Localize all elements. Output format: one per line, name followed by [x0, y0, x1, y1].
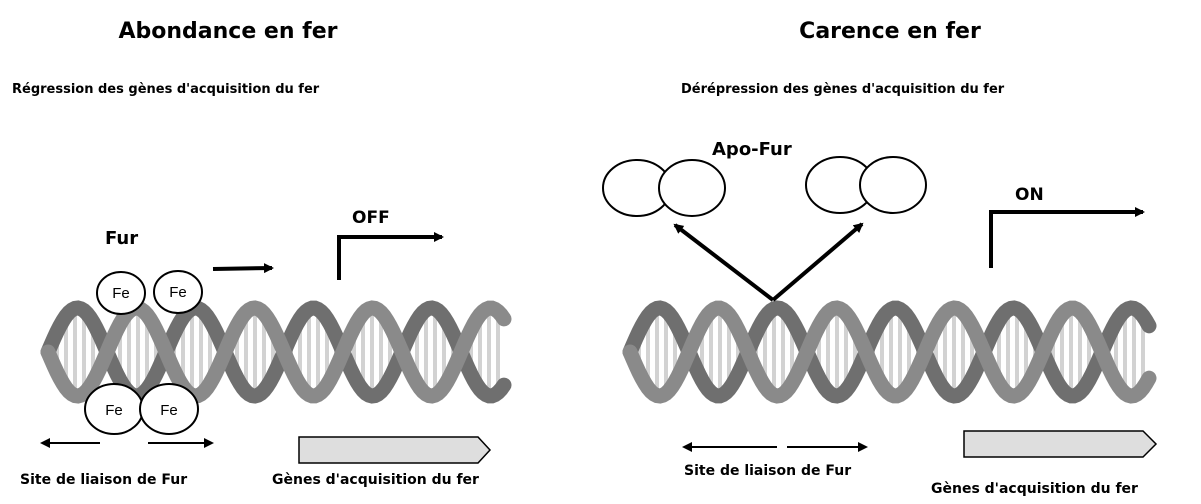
gene-region-box — [299, 437, 490, 463]
gene-region-box — [964, 431, 1156, 457]
apo-fur-circle — [659, 160, 725, 216]
panel-subtitle-repression: Régression des gènes d'acquisition du fe… — [12, 82, 320, 97]
genes-label: Gènes d'acquisition du fer — [272, 472, 479, 488]
apo-fur-dimer-left — [603, 160, 725, 216]
binding-site-label: Site de liaison de Fur — [684, 463, 851, 479]
fe-symbol: Fe — [112, 285, 130, 302]
panel-iron-starvation: Carence en fer Dérépression des gènes d'… — [603, 19, 1156, 497]
panel-title-starvation: Carence en fer — [799, 19, 981, 44]
dna-helix-left — [48, 308, 504, 396]
state-label-on: ON — [1015, 185, 1044, 205]
genes-label: Gènes d'acquisition du fer — [931, 481, 1138, 497]
release-arrow-right — [773, 224, 862, 300]
state-label-off: OFF — [352, 208, 390, 228]
fur-label: Fur — [105, 228, 138, 249]
panel-iron-abundance: Abondance en fer Régression des gènes d'… — [12, 19, 504, 488]
fur-direction-arrow — [213, 268, 272, 269]
apo-fur-dimer-right — [806, 157, 926, 213]
fe-symbol: Fe — [160, 402, 178, 419]
fe-symbol: Fe — [169, 284, 187, 301]
release-arrow-left — [675, 225, 773, 300]
apo-fur-label: Apo-Fur — [712, 139, 792, 160]
promoter-arrow-off — [339, 237, 442, 280]
dna-helix-right — [630, 308, 1149, 396]
promoter-arrow-on — [991, 212, 1143, 268]
binding-site-label: Site de liaison de Fur — [20, 472, 187, 488]
fe-symbol: Fe — [105, 402, 123, 419]
apo-fur-circle — [860, 157, 926, 213]
panel-subtitle-derepression: Dérépression des gènes d'acquisition du … — [681, 82, 1005, 97]
panel-title-abundance: Abondance en fer — [118, 19, 337, 44]
